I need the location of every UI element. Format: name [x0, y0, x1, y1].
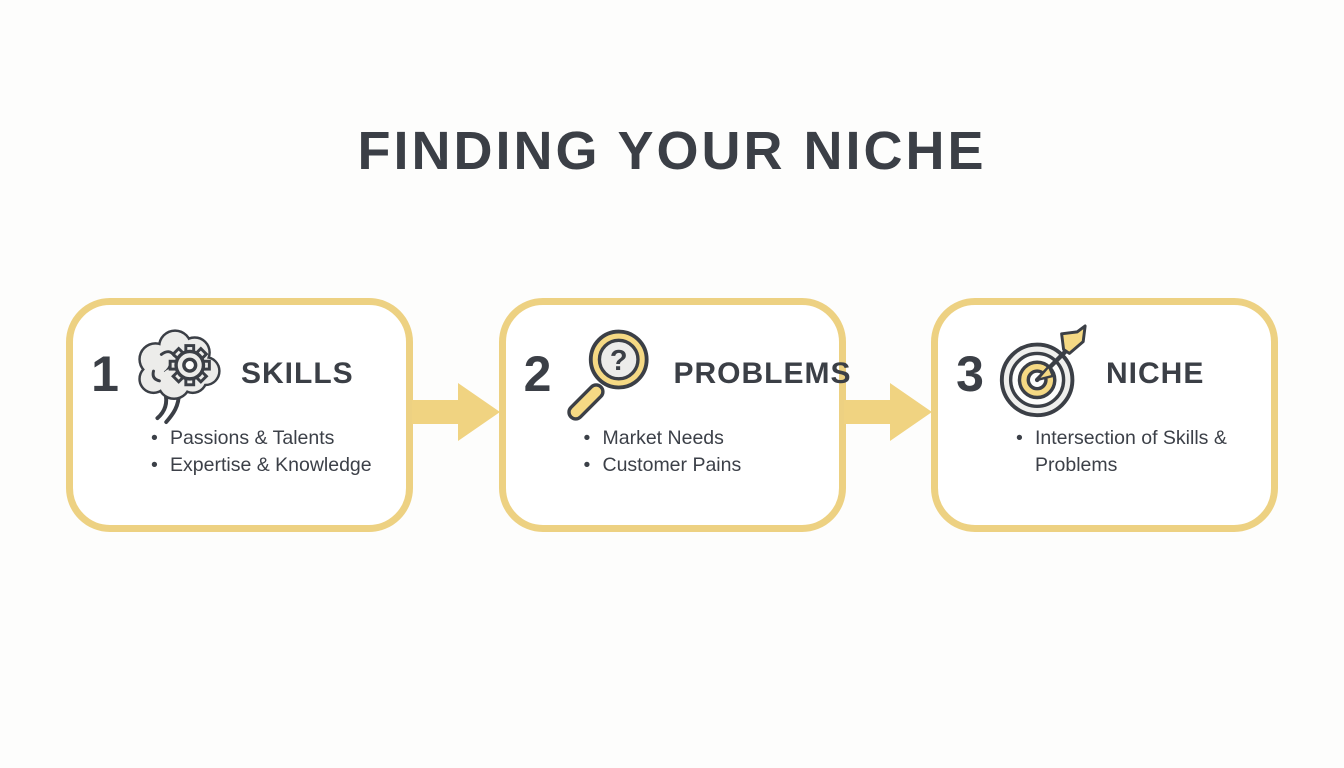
step-number: 3 [956, 346, 984, 402]
step-number: 2 [523, 346, 552, 402]
step-heading: NICHE [1106, 357, 1205, 390]
brain-gear-icon [129, 321, 227, 427]
target-arrow-icon [994, 321, 1092, 427]
bullet-item: Market Needs [584, 425, 825, 452]
question-mark-glyph: ? [609, 345, 627, 377]
step-heading: PROBLEMS [673, 357, 852, 390]
bullet-item: Customer Pains [584, 452, 825, 479]
magnifier-question-icon: ? [562, 321, 660, 427]
page-title: FINDING YOUR NICHE [357, 121, 987, 181]
bullet-list: Passions & Talents Expertise & Knowledge [151, 425, 392, 479]
step-number: 1 [91, 346, 119, 402]
arrow-right-icon [411, 383, 500, 441]
steps-row: 1 [66, 298, 1278, 532]
bullet-item: Intersection of Skills & Problems [1016, 425, 1257, 479]
bullet-item: Expertise & Knowledge [151, 452, 392, 479]
bullet-item: Passions & Talents [151, 425, 392, 452]
bullet-list: Intersection of Skills & Problems [1016, 425, 1257, 479]
card-header: 2 ? PROBLEMS [506, 305, 851, 423]
step-heading: SKILLS [241, 357, 354, 390]
arrow-right-icon [844, 383, 933, 441]
card-header: 3 NICHE [938, 305, 1271, 423]
step-card-problems: 2 ? PROBLEMS Market Needs [498, 298, 851, 532]
bullet-list: Market Needs Customer Pains [584, 425, 825, 479]
step-card-skills: 1 [66, 298, 413, 532]
step-card-niche: 3 NICHE [931, 298, 1278, 532]
card-header: 1 [73, 305, 406, 424]
